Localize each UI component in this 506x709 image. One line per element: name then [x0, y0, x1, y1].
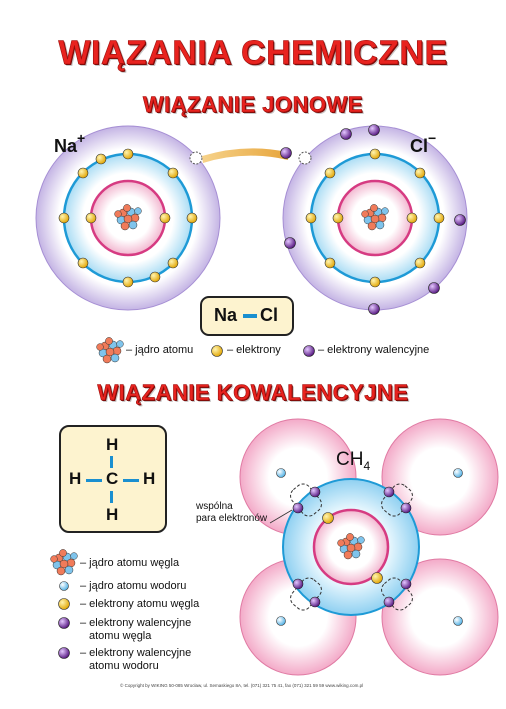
struct-h-bottom: H [106, 505, 119, 524]
ionic-legend-icons [96, 337, 315, 364]
copyright-footer: © Copyright by WIKING 50-085 Wrocław, ul… [120, 683, 364, 688]
legend-carbon-valence-line-1: – elektrony walencyjne [80, 617, 192, 629]
bond-top [110, 456, 113, 468]
bond-right [123, 479, 139, 482]
legend-valence-electrons: – elektrony walencyjne [318, 344, 430, 356]
struct-c-center: C [106, 469, 119, 488]
main-title: WIĄZANIA CHEMICZNE [58, 34, 448, 73]
legend-hydrogen-valence-line-1: – elektrony walencyjne [80, 647, 192, 659]
methane-label: CH4 [336, 449, 371, 473]
legend-hydrogen-valence-line-2: atomu wodoru [89, 660, 159, 672]
bond-left [86, 479, 102, 482]
chlorine-label: Cl− [410, 130, 437, 156]
covalent-legend-icons [50, 549, 78, 659]
legend-carbon-electrons: – elektrony atomu węgla [80, 598, 200, 610]
chlorine-valence-electrons [280, 124, 466, 315]
legend-nucleus: – jądro atomu [126, 344, 194, 356]
formula-cl: Cl [260, 305, 278, 325]
nacl-formula-box: Na Cl [200, 296, 294, 336]
methane-subscript: 4 [363, 458, 371, 473]
hydrogen-nuclei [276, 468, 463, 626]
received-electron-slot-cl [298, 151, 312, 165]
struct-h-right: H [143, 469, 156, 488]
legend-hydrogen-valence: – elektrony walencyjne atomu wodoru [80, 647, 191, 673]
legend-carbon-valence-line-2: atomu węgla [89, 630, 152, 642]
sodium-charge: + [77, 130, 86, 146]
legend-hydrogen-nucleus: – jądro atomu wodoru [80, 580, 187, 592]
struct-h-top: H [106, 435, 119, 454]
formula-bond [243, 314, 257, 318]
chlorine-charge: − [428, 130, 437, 146]
chlorine-electrons [305, 148, 445, 288]
covalent-bond-heading: WIĄZANIE KOWALENCYJNE [97, 380, 409, 406]
shared-pair-pointer [269, 509, 293, 524]
methane-shared-electrons [292, 486, 412, 608]
shared-pair-line-1: wspólna [196, 501, 233, 512]
ionic-bond-heading: WIĄZANIE JONOWE [142, 92, 364, 118]
bond-bottom [110, 491, 113, 503]
legend-electrons: – elektrony [227, 344, 281, 356]
legend-carbon-nucleus: – jądro atomu węgla [80, 557, 180, 569]
sodium-label: Na+ [54, 130, 86, 156]
methane-carbon-electrons [322, 512, 383, 584]
methane-structural-formula: H H C H H [59, 425, 167, 533]
sodium-electrons [58, 148, 198, 288]
empty-electron-slot-na [189, 151, 203, 165]
shared-pair-line-2: para elektronów [196, 513, 268, 524]
legend-carbon-valence: – elektrony walencyjne atomu węgla [80, 617, 191, 643]
formula-na: Na [214, 305, 238, 325]
electron-transfer-arrow [202, 148, 288, 163]
struct-h-left: H [69, 469, 82, 488]
shared-pair-label: wspólna para elektronów [196, 501, 267, 525]
